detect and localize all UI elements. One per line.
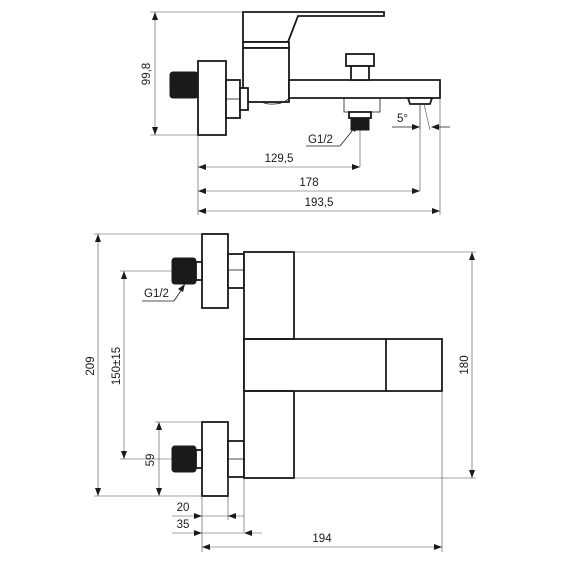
diverter-stem	[350, 65, 370, 81]
wall-thread-side	[169, 71, 199, 99]
wall-flange-side	[197, 60, 227, 136]
dim-overall-height: 209	[85, 356, 97, 375]
front-view: 209 150±15 59 180 20 35 194	[85, 233, 476, 552]
diverter-knob-top	[345, 53, 375, 67]
thread-collar-upper	[195, 261, 203, 281]
aerator	[406, 97, 434, 105]
mixer-body-side	[242, 47, 290, 103]
body-overlay-front	[245, 340, 293, 390]
lever-handle	[242, 11, 385, 43]
dim-eccentric: 35	[177, 519, 190, 531]
lever-neck	[242, 41, 290, 49]
thread-label-side: G1/2	[308, 134, 333, 146]
dim-total-side: 193,5	[305, 197, 334, 209]
dim-wall-offset: 20	[177, 502, 190, 514]
angle-label-side: 5°	[397, 113, 408, 125]
thread-label-front: G1/2	[144, 288, 169, 300]
wall-thread-lower	[171, 445, 197, 473]
side-view: 99,8 129,5 178 193,5 G1/2 5°	[141, 11, 450, 215]
connector-side	[239, 87, 249, 111]
wall-thread-upper	[171, 257, 197, 285]
dim-body-height: 180	[459, 355, 471, 374]
dim-outlet-side: 129,5	[265, 153, 294, 165]
wall-flange-lower	[201, 421, 229, 497]
dim-centers: 150±15	[111, 347, 123, 385]
dim-inlet: 59	[145, 454, 157, 467]
shower-outlet-nut	[348, 111, 372, 119]
dim-height-side: 99,8	[141, 63, 153, 85]
dim-width: 194	[312, 533, 332, 545]
thread-collar-lower	[195, 449, 203, 469]
wall-flange-upper	[201, 233, 229, 309]
spout-side	[288, 79, 441, 99]
eccentric-nut-upper	[227, 253, 245, 289]
dim-spout-side: 178	[299, 177, 318, 189]
